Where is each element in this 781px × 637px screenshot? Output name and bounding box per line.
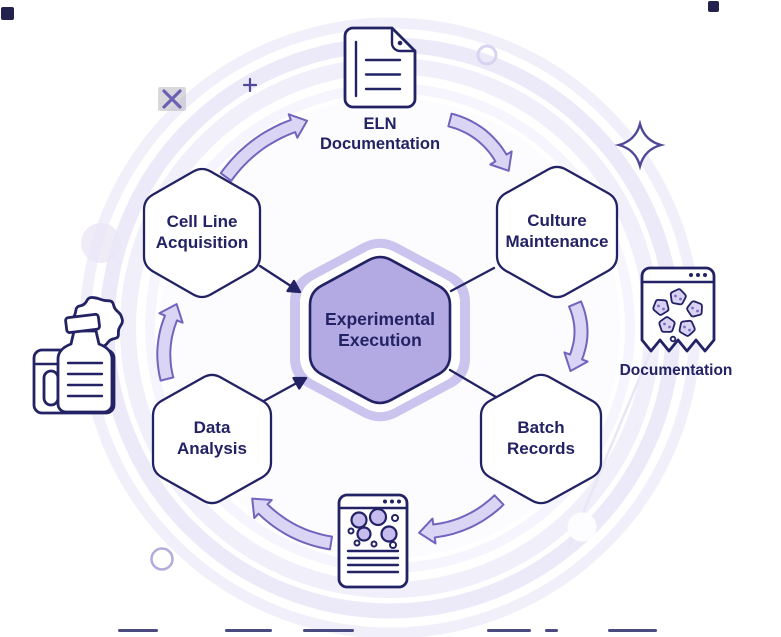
label-experimental-execution: Experimental Execution <box>325 308 435 350</box>
lab-bottle-icon <box>32 296 124 415</box>
hexagon-culture-maintenance <box>495 165 619 299</box>
flow-arrow-cell-to-eln <box>219 113 309 182</box>
flow-arrow-eln-to-culture <box>447 112 513 172</box>
connector-data-to-center <box>260 376 308 404</box>
document-outline <box>343 26 417 109</box>
ring-dot-top <box>476 44 498 66</box>
label-documentation: Documentation <box>619 362 733 379</box>
hexagon-data-analysis <box>151 373 273 505</box>
bottom-edge-marks <box>118 629 657 632</box>
label-cell-line-acquisition: Cell Line Acquisition <box>155 212 249 252</box>
cell-pentagon <box>669 288 687 306</box>
cell-pentagon <box>678 319 696 337</box>
browser-window-cells-icon <box>640 266 716 353</box>
bottle-body <box>56 329 114 414</box>
cell-pentagon <box>686 300 703 318</box>
label-data-analysis: Data Analysis <box>177 418 247 458</box>
faint-circle <box>81 223 121 263</box>
document-icon <box>343 26 417 109</box>
document-text-lines <box>364 58 402 91</box>
connector-center-to-culture <box>449 266 496 293</box>
label-culture-maintenance: Culture Maintenance <box>505 211 609 251</box>
x-mark-icon <box>162 89 182 109</box>
center-hexagon <box>308 255 452 405</box>
flow-arrow-batch-to-chart <box>418 494 505 545</box>
bottle-label-lines <box>66 361 104 398</box>
flow-arrow-chart-to-data <box>251 497 333 551</box>
corner-square-top-left <box>1 7 14 20</box>
plus-icon <box>242 77 258 93</box>
decorations <box>1 1 719 632</box>
ring-dot-bottom-left <box>150 547 174 571</box>
center-node <box>290 238 470 422</box>
satellite-nodes <box>142 165 619 505</box>
folded-corner <box>390 26 417 53</box>
connectors <box>258 264 498 404</box>
browser-window-bubble-chart-icon <box>337 493 409 589</box>
white-dot-right <box>567 512 597 542</box>
cell-pentagon <box>658 316 676 333</box>
hexagon-batch-records <box>479 373 603 505</box>
cell-pentagon <box>652 298 670 316</box>
corner-square-top-right <box>708 1 719 12</box>
bottle-cap <box>64 312 101 334</box>
chart-text-lines <box>346 549 400 574</box>
connector-center-to-batch <box>448 368 498 399</box>
hexagon-cell-line-acquisition <box>142 167 262 299</box>
window-torn-outline <box>640 266 716 353</box>
flow-arrow-culture-to-batch <box>563 300 589 372</box>
flow-arrow-data-to-cell <box>156 303 184 382</box>
label-eln-documentation: ELN Documentation <box>319 115 441 154</box>
flow-arrows <box>156 112 589 551</box>
label-batch-records: Batch Records <box>506 418 576 458</box>
cell-pentagons <box>652 288 703 337</box>
connector-cell-to-center <box>258 264 302 294</box>
sparkle-icon <box>614 119 666 171</box>
